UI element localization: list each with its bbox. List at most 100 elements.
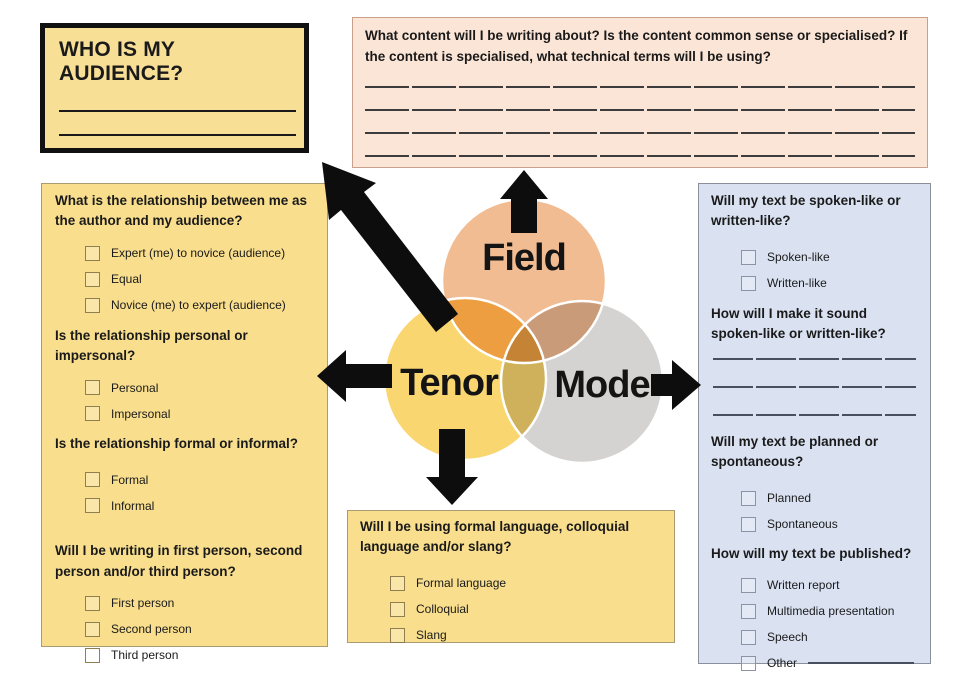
arrow-diagonal-icon (322, 162, 458, 332)
option-row: Informal (85, 498, 314, 514)
checkbox[interactable] (741, 490, 756, 506)
option-row: Impersonal (85, 406, 314, 421)
tenor-label: Tenor (400, 362, 499, 404)
checkbox[interactable] (741, 516, 756, 532)
checkbox[interactable] (85, 380, 100, 395)
checkbox[interactable] (390, 575, 405, 591)
other-write-line[interactable] (808, 662, 914, 665)
option-label: Impersonal (111, 406, 171, 421)
option-label: Second person (111, 622, 192, 637)
option-label: Expert (me) to novice (audience) (111, 246, 286, 260)
mode-write-line[interactable] (713, 386, 916, 388)
checkbox[interactable] (85, 595, 100, 611)
option-list: Expert (me) to novice (audience) Equal N… (55, 245, 314, 313)
checkbox[interactable] (741, 655, 756, 671)
option-row: Spoken-like (741, 249, 918, 265)
option-label: Written-like (767, 276, 827, 290)
checkbox[interactable] (390, 627, 405, 643)
mode-write-line[interactable] (713, 358, 916, 360)
checkbox[interactable] (85, 498, 100, 514)
question-text: Is the relationship formal or informal? (55, 436, 299, 451)
field-write-line[interactable] (365, 154, 915, 157)
option-row: Personal (85, 380, 314, 395)
checkbox[interactable] (85, 472, 100, 488)
question-text: How will my text be published? (711, 545, 912, 561)
option-row: Novice (me) to expert (audience) (85, 297, 314, 313)
option-label: Personal (111, 380, 159, 395)
checkbox[interactable] (741, 275, 756, 291)
question-text: Will my text be spoken-like or written-l… (711, 193, 901, 229)
question-text: Will my text be planned or spontaneous? (711, 434, 879, 470)
option-label: Slang (416, 628, 447, 642)
field-circle-rim (440, 197, 608, 365)
field-write-line[interactable] (365, 131, 915, 134)
option-label: First person (111, 596, 175, 611)
mode-question-box: Will my text be spoken-like or written-l… (698, 183, 931, 671)
checkbox[interactable] (85, 245, 100, 261)
option-row: Colloquial (390, 601, 662, 617)
option-label: Colloquial (416, 602, 469, 616)
mode-circle (501, 301, 663, 463)
option-row: First person (85, 595, 314, 611)
option-label: Spontaneous (767, 517, 838, 531)
checkbox[interactable] (85, 406, 100, 421)
checkbox[interactable] (741, 577, 756, 593)
option-list: Formal Informal (55, 472, 314, 514)
field-circle (442, 199, 606, 363)
option-row: Planned (741, 490, 918, 506)
arrow-left-icon (317, 350, 392, 402)
checkbox[interactable] (85, 271, 100, 287)
checkbox[interactable] (85, 647, 100, 663)
option-row: Third person (85, 647, 314, 663)
option-list: Personal Impersonal (55, 380, 314, 421)
question-text: What is the relationship between me as t… (55, 193, 308, 229)
field-write-line[interactable] (365, 108, 915, 111)
field-question-text: What content will I be writing about? Is… (365, 28, 908, 64)
checkbox[interactable] (390, 601, 405, 617)
option-label: Informal (111, 498, 155, 513)
audience-title: WHO IS MY AUDIENCE? (59, 38, 184, 85)
option-list: Planned Spontaneous (711, 490, 918, 532)
option-label: Third person (111, 648, 179, 663)
option-row: Spontaneous (741, 516, 918, 532)
option-row: Multimedia presentation (741, 603, 918, 619)
mode-write-line[interactable] (713, 414, 916, 416)
field-label: Field (482, 237, 566, 279)
option-label: Written report (767, 578, 840, 593)
audience-box: WHO IS MY AUDIENCE? (40, 23, 309, 153)
option-row: Expert (me) to novice (audience) (85, 245, 314, 261)
option-row: Second person (85, 621, 314, 637)
option-row: Formal (85, 472, 314, 488)
checkbox[interactable] (741, 249, 756, 265)
checkbox[interactable] (741, 629, 756, 645)
mode-label: Mode (554, 364, 649, 406)
checkbox[interactable] (85, 297, 100, 313)
checkbox[interactable] (85, 621, 100, 637)
option-label: Speech (767, 630, 808, 645)
tenor-question-box: What is the relationship between me as t… (41, 183, 328, 663)
mode-circle-rim (499, 299, 665, 465)
question-text: Will I be writing in first person, secon… (55, 543, 303, 579)
option-label: Novice (me) to expert (audience) (111, 298, 286, 312)
option-label: Formal language (416, 576, 507, 590)
question-text: How will I make it sound spoken-like or … (711, 305, 886, 341)
arrow-up-icon (500, 170, 548, 233)
arrow-right-icon (651, 360, 701, 410)
tenor-circle (384, 298, 546, 460)
option-row: Other (741, 655, 918, 671)
field-write-line[interactable] (365, 85, 915, 88)
option-label: Formal (111, 472, 149, 487)
option-label: Other (767, 656, 798, 671)
option-row: Formal language (390, 575, 662, 591)
audience-write-line[interactable] (59, 134, 296, 136)
question-text: Is the relationship personal or imperson… (55, 327, 248, 363)
option-list: Spoken-like Written-like (711, 249, 918, 291)
audience-write-line[interactable] (59, 110, 296, 112)
arrow-down-icon (426, 429, 478, 505)
option-label: Planned (767, 491, 812, 505)
option-label: Multimedia presentation (767, 604, 895, 619)
checkbox[interactable] (741, 603, 756, 619)
option-list: Written report Multimedia presentation S… (711, 577, 918, 671)
option-row: Written report (741, 577, 918, 593)
option-list: Formal language Colloquial Slang (360, 575, 662, 643)
